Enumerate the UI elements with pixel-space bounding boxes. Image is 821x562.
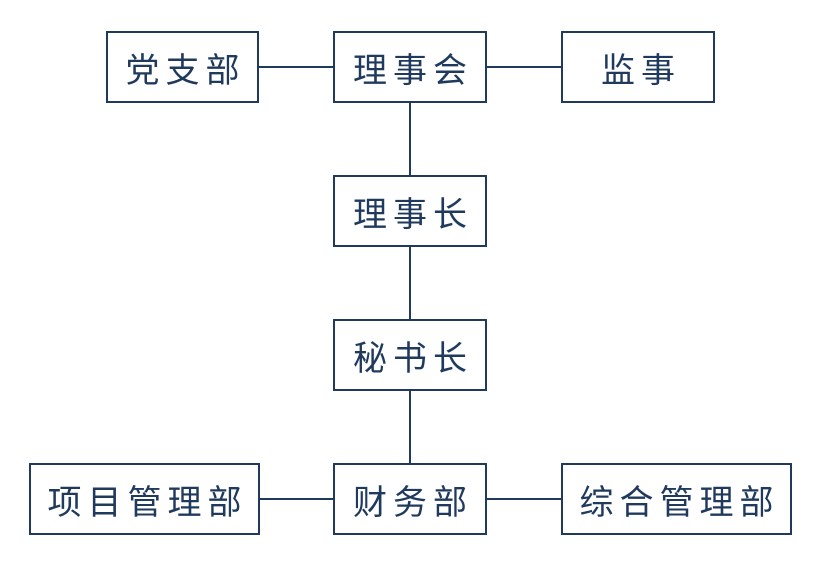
node-supervisor: 监事: [561, 31, 715, 103]
node-board: 理事会: [333, 31, 487, 103]
node-label: 监事: [601, 50, 681, 91]
node-project-mgmt-dept: 项目管理部: [29, 463, 260, 535]
node-label: 理事会: [353, 50, 473, 91]
node-label: 项目管理部: [47, 482, 248, 523]
node-general-mgmt-dept: 综合管理部: [561, 463, 792, 535]
node-label: 秘书长: [353, 338, 473, 379]
node-label: 理事长: [353, 194, 473, 235]
node-party-branch: 党支部: [106, 31, 259, 103]
node-label: 党支部: [125, 50, 246, 91]
node-secretary-general: 秘书长: [333, 319, 487, 391]
node-label: 财务部: [353, 482, 473, 523]
node-finance-dept: 财务部: [333, 463, 487, 535]
node-label: 综合管理部: [579, 482, 780, 523]
node-chairman: 理事长: [333, 175, 487, 247]
